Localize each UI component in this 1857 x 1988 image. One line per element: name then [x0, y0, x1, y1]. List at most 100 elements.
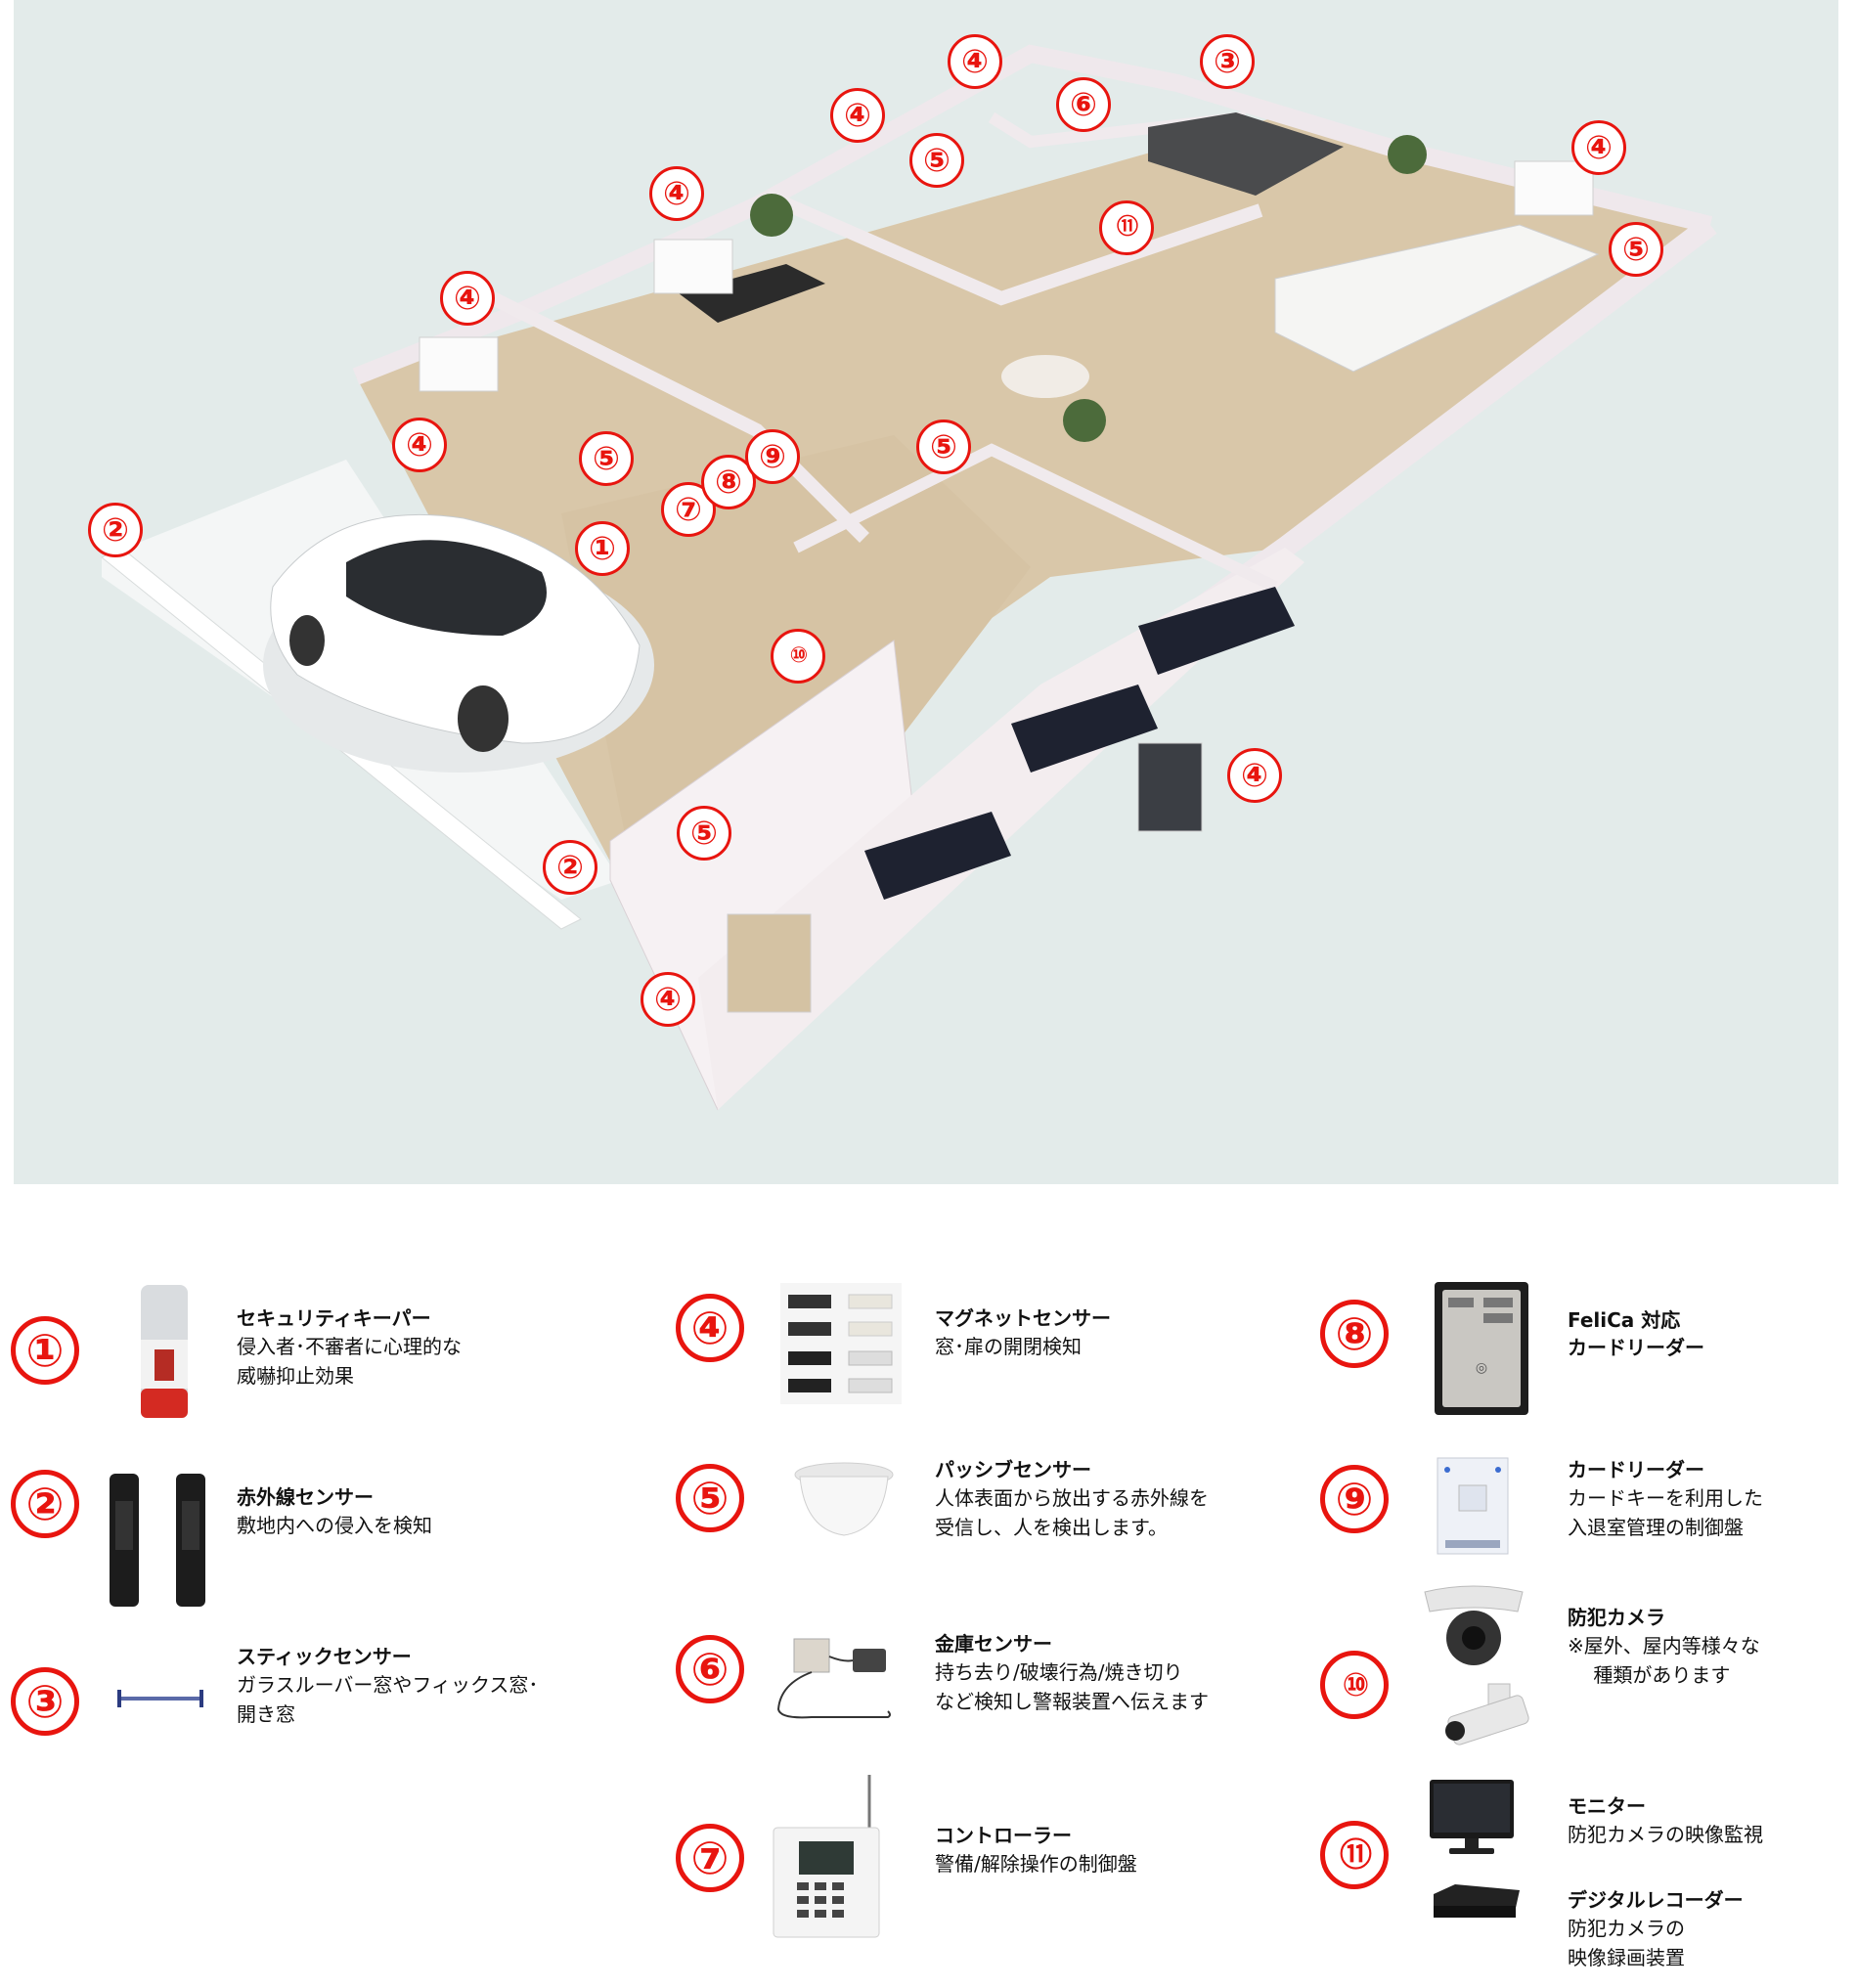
marker-1: ①	[575, 521, 630, 576]
legend-desc-5: 人体表面から放出する赤外線を 受信し、人を検出します。	[935, 1483, 1209, 1542]
interior-wall-a	[479, 287, 869, 543]
legend-desc-5-line-1: 人体表面から放出する赤外線を	[935, 1486, 1209, 1510]
monitor-icon	[1430, 1780, 1514, 1854]
legend-desc-4-line-1: 窓･扉の開閉検知	[935, 1335, 1082, 1358]
marker-7: ⑦	[661, 482, 716, 537]
legend-title-3: スティックセンサー	[237, 1645, 412, 1668]
legend-title-11: モニター	[1568, 1794, 1646, 1818]
legend-num-9: ⑨	[1320, 1465, 1389, 1533]
legend-desc-9: カードキーを利用した 入退室管理の制御盤	[1568, 1483, 1763, 1542]
plant-3	[1063, 399, 1106, 442]
interior-wall-d	[793, 443, 1278, 593]
marker-4-g: ④	[1227, 748, 1282, 803]
legend-title-1: セキュリティキーパー	[237, 1306, 431, 1330]
marker-9: ⑨	[745, 429, 800, 484]
floor-plan-drawing	[101, 44, 1717, 1111]
dining-table	[679, 264, 825, 323]
safe-sensor-icon	[776, 1638, 891, 1719]
legend-desc-10: ※屋外、屋内等様々な 種類があります	[1568, 1631, 1760, 1690]
legend-num-7: ⑦	[676, 1824, 744, 1892]
legend-desc-10-line-1: ※屋外、屋内等様々な	[1568, 1634, 1760, 1657]
round-table	[1001, 355, 1089, 398]
gaming-desk-3	[864, 812, 1011, 900]
legend-num-8: ⑧	[1320, 1300, 1389, 1368]
marker-10: ⑩	[771, 629, 825, 684]
front-wall	[698, 548, 1304, 1110]
svg-text:◎: ◎	[1476, 1360, 1487, 1376]
legend-num-10: ⑩	[1320, 1651, 1389, 1719]
marker-4-d: ④	[440, 271, 495, 326]
marker-5-c: ⑤	[916, 420, 971, 474]
car	[263, 513, 654, 773]
keeper-icon	[141, 1285, 188, 1418]
legend-desc-2: 敷地内への侵入を検知	[237, 1511, 432, 1540]
sofa	[1148, 112, 1344, 196]
window-4	[1137, 742, 1203, 832]
legend-title-7: コントローラー	[935, 1824, 1072, 1847]
legend-desc-4: 窓･扉の開閉検知	[935, 1332, 1082, 1361]
legend-desc-2-line-1: 敷地内への侵入を検知	[237, 1514, 432, 1537]
legend-desc-12-line-1: 防犯カメラの	[1568, 1917, 1685, 1940]
security-camera-icon	[1424, 1585, 1529, 1745]
marker-5-a: ⑤	[909, 133, 964, 188]
legend-title-2: 赤外線センサー	[237, 1485, 374, 1509]
marker-4-e: ④	[392, 418, 447, 472]
legend-desc-6: 持ち去り/破壊行為/焼き切り など検知し警報装置へ伝えます	[935, 1657, 1209, 1716]
legend-desc-12-line-2: 映像録画装置	[1568, 1946, 1685, 1969]
window-5	[727, 913, 812, 1013]
legend-title-5: パッシブセンサー	[935, 1458, 1091, 1481]
legend-desc-11: 防犯カメラの映像監視	[1568, 1820, 1763, 1849]
legend-desc-12: 防犯カメラの 映像録画装置	[1568, 1914, 1685, 1972]
interior-wall-b	[764, 189, 1263, 306]
marker-4-h: ④	[641, 972, 695, 1027]
window-1	[419, 336, 499, 392]
legend-desc-7: 警備/解除操作の制御盤	[935, 1849, 1137, 1878]
marker-5-e: ⑤	[677, 806, 731, 861]
window-3	[1514, 160, 1594, 216]
legend-desc-6-line-2: など検知し警報装置へ伝えます	[935, 1690, 1209, 1713]
marker-3: ③	[1200, 34, 1255, 89]
felica-reader-icon: ◎	[1435, 1282, 1528, 1415]
legend-title-8: FeliCa 対応 カードリーダー	[1568, 1308, 1704, 1359]
floor-plan-illustration: ① ② ② ③ ④ ④ ④ ④ ④ ④ ④ ④ ⑤ ⑤ ⑤ ⑤ ⑤ ⑥ ⑦ ⑧ …	[14, 0, 1838, 1184]
legend-desc-3: ガラスルーバー窓やフィックス窓･ 開き窓	[237, 1670, 538, 1729]
legend-num-3: ③	[11, 1667, 79, 1736]
controller-icon	[773, 1775, 880, 1938]
window-2	[653, 239, 733, 294]
marker-5-b: ⑤	[1609, 222, 1663, 277]
marker-6: ⑥	[1056, 77, 1111, 132]
legend-num-2: ②	[11, 1470, 79, 1538]
infrared-sensor-icon	[110, 1474, 205, 1607]
recorder-icon	[1434, 1884, 1520, 1918]
legend-desc-5-line-2: 受信し、人を検出します。	[935, 1516, 1168, 1539]
stick-sensor-icon	[117, 1690, 203, 1707]
legend-desc-11-line-1: 防犯カメラの映像監視	[1568, 1823, 1763, 1846]
legend-title-10: 防犯カメラ	[1568, 1606, 1665, 1629]
marker-4-c: ④	[649, 166, 704, 221]
plant-2	[1388, 135, 1427, 174]
legend-desc-6-line-1: 持ち去り/破壊行為/焼き切り	[935, 1660, 1183, 1684]
legend-num-6: ⑥	[676, 1635, 744, 1703]
marker-4-a: ④	[948, 34, 1002, 89]
legend-desc-1-line-2: 威嚇抑止効果	[237, 1364, 354, 1388]
marker-2-b: ②	[543, 840, 597, 895]
gaming-desk-1	[1138, 587, 1295, 675]
legend-num-1: ①	[11, 1316, 79, 1385]
legend-desc-9-line-1: カードキーを利用した	[1568, 1486, 1763, 1510]
legend-desc-1: 侵入者･不審者に心理的な 威嚇抑止効果	[237, 1332, 462, 1391]
marker-11: ⑪	[1099, 200, 1154, 255]
marker-4-b: ④	[830, 88, 885, 143]
legend-desc-3-line-1: ガラスルーバー窓やフィックス窓･	[237, 1673, 539, 1697]
legend-num-11: ⑪	[1320, 1821, 1389, 1889]
legend-desc-3-line-2: 開き窓	[237, 1702, 295, 1726]
legend-num-4: ④	[676, 1294, 744, 1362]
magnet-sensor-icon	[780, 1283, 902, 1404]
legend-title-4: マグネットセンサー	[935, 1306, 1111, 1330]
legend-title-6: 金庫センサー	[935, 1632, 1052, 1656]
plant-1	[750, 194, 793, 237]
marker-4-f: ④	[1571, 120, 1626, 175]
card-reader-icon	[1437, 1457, 1509, 1555]
legend-title-9: カードリーダー	[1568, 1458, 1704, 1481]
legend-num-5: ⑤	[676, 1464, 744, 1532]
marker-8: ⑧	[701, 455, 756, 509]
